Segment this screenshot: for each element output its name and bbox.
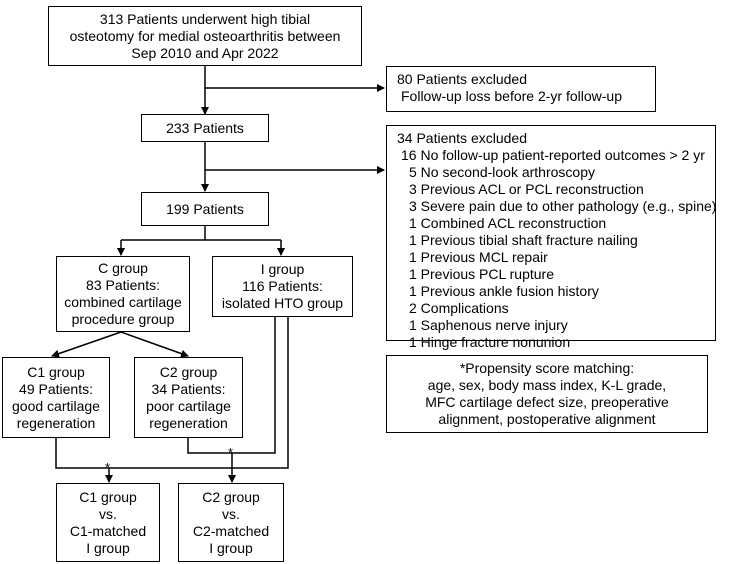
- box-i-group: I group 116 Patients: isolated HTO group: [212, 256, 353, 317]
- box-propensity-matching: *Propensity score matching: age, sex, bo…: [386, 355, 708, 433]
- excluded-2-item: 16 No follow-up patient-reported outcome…: [401, 147, 705, 163]
- c2-group-line: 34 Patients:: [151, 380, 226, 397]
- arrow-c-to-c1: [51, 331, 122, 358]
- box-excluded-2: 34 Patients excluded 16 No follow-up pat…: [386, 125, 717, 350]
- cmp1-line: C1 group: [79, 488, 137, 505]
- c1-group-line: C1 group: [27, 363, 85, 380]
- cmp1-line: vs.: [99, 505, 117, 522]
- excluded-2-item: 1 Combined ACL reconstruction: [409, 215, 607, 231]
- psm-line: MFC cartilage defect size, preoperative: [425, 394, 669, 410]
- enrolled-line-1: 313 Patients underwent high tibial: [99, 10, 311, 27]
- excluded-2-title: 34 Patients excluded: [397, 130, 527, 146]
- excluded-2-item: 1 Previous ankle fusion history: [409, 283, 599, 299]
- cmp1-line: I group: [86, 539, 130, 556]
- psm-line: age, sex, body mass index, K-L grade,: [427, 377, 667, 393]
- after2-text: 199 Patients: [166, 200, 244, 217]
- cmp1-line: C1-matched: [69, 522, 147, 539]
- c-group-line: combined cartilage: [64, 294, 182, 310]
- i-group-line: 116 Patients:: [242, 278, 323, 294]
- box-c-group: C group 83 Patients: combined cartilage …: [56, 256, 190, 332]
- box-enrolled: 313 Patients underwent high tibial osteo…: [48, 6, 362, 66]
- box-233-patients: 233 Patients: [141, 114, 269, 142]
- match-star-2: *: [228, 445, 234, 460]
- excluded-2-item: 2 Complications: [409, 300, 509, 316]
- enrolled-line-2: osteotomy for medial osteoarthritis betw…: [69, 27, 341, 44]
- psm-line: alignment, postoperative alignment: [438, 411, 656, 427]
- excluded-2-item: 1 Hinge fracture nonunion: [409, 334, 571, 350]
- excluded-2-item: 1 Previous tibial shaft fracture nailing: [409, 232, 638, 248]
- enrolled-line-3: Sep 2010 and Apr 2022: [131, 44, 279, 61]
- c1-group-line: good cartilage: [12, 397, 100, 414]
- excluded-2-item: 3 Previous ACL or PCL reconstruction: [409, 181, 644, 197]
- c1-group-line: 49 Patients:: [19, 380, 93, 397]
- box-c2-group: C2 group 34 Patients: poor cartilage reg…: [134, 357, 243, 438]
- c-group-line: C group: [98, 260, 148, 276]
- excluded-2-item: 3 Severe pain due to other pathology (e.…: [409, 198, 717, 214]
- arrow-c-to-c2: [120, 331, 189, 358]
- excluded-2-item: 1 Saphenous nerve injury: [409, 317, 568, 333]
- box-c1-group: C1 group 49 Patients: good cartilage reg…: [2, 357, 110, 438]
- excluded-1-item: Follow-up loss before 2-yr follow-up: [401, 88, 622, 104]
- cmp2-line: C2 group: [202, 488, 260, 505]
- box-comparison-1: C1 group vs. C1-matched I group: [56, 483, 160, 562]
- cmp2-line: C2-matched: [192, 522, 270, 539]
- i-group-line: I group: [260, 261, 305, 277]
- excluded-2-item: 1 Previous PCL rupture: [409, 266, 554, 282]
- match-star-1: *: [105, 460, 111, 475]
- c1-group-line: regeneration: [16, 414, 96, 431]
- box-excluded-1: 80 Patients excluded Follow-up loss befo…: [386, 66, 656, 112]
- box-comparison-2: C2 group vs. C2-matched I group: [178, 483, 284, 562]
- c-group-line: 83 Patients:: [86, 277, 160, 293]
- line-c1-i-to-cmp1: [55, 317, 289, 469]
- c2-group-line: C2 group: [159, 363, 218, 380]
- psm-line: *Propensity score matching:: [459, 360, 635, 376]
- c2-group-line: poor cartilage: [146, 397, 231, 414]
- c-group-line: procedure group: [71, 311, 175, 327]
- c2-group-line: regeneration: [149, 414, 228, 431]
- cmp2-line: vs.: [222, 505, 240, 522]
- after1-text: 233 Patients: [166, 119, 244, 136]
- excluded-2-item: 1 Previous MCL repair: [409, 249, 548, 265]
- i-group-line: isolated HTO group: [221, 295, 344, 311]
- cmp2-line: I group: [209, 539, 253, 556]
- box-199-patients: 199 Patients: [141, 192, 269, 226]
- excluded-1-title: 80 Patients excluded: [397, 71, 527, 87]
- excluded-2-item: 5 No second-look arthroscopy: [409, 164, 595, 180]
